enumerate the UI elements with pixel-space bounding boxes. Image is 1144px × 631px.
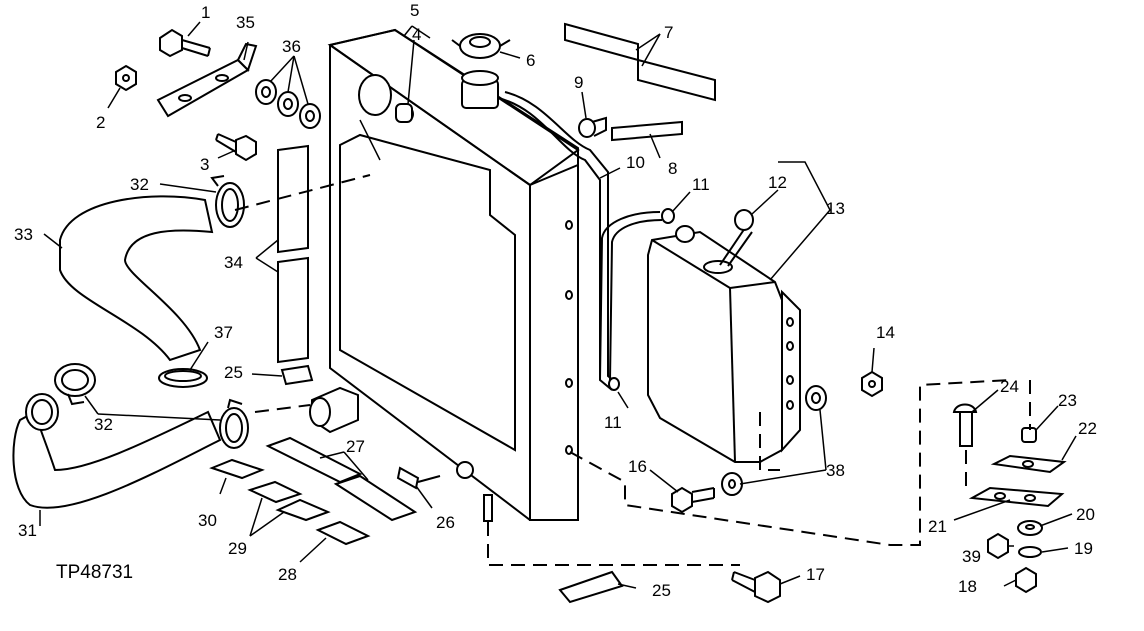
spacer — [1021, 427, 1037, 443]
callout-36: 36 — [282, 37, 301, 56]
upper-radiator-hose — [59, 195, 214, 362]
callout-37: 37 — [214, 323, 233, 342]
overflow-clamp — [578, 116, 607, 138]
callout-13: 13 — [826, 199, 845, 218]
callout-33: 33 — [14, 225, 33, 244]
callout-18: 18 — [958, 577, 977, 596]
callout-27: 27 — [346, 437, 365, 456]
lower-plate — [968, 486, 1065, 508]
callout-19: 19 — [1074, 539, 1093, 558]
seal-strip-upper — [564, 22, 639, 62]
callout-24: 24 — [1000, 377, 1019, 396]
callout-14: 14 — [876, 323, 895, 342]
figure-reference: TP48731 — [56, 562, 133, 583]
callout-31: 31 — [18, 521, 37, 540]
recovery-tank — [647, 209, 801, 463]
callout-numbers: 1 2 3 4 5 6 7 8 9 10 11 11 12 13 14 17 1… — [14, 1, 1097, 600]
callout-26: 26 — [436, 513, 455, 532]
drain-stud — [483, 494, 493, 522]
overflow-tube — [497, 97, 613, 391]
hose-clamp-upper — [210, 175, 245, 228]
grommet — [805, 385, 827, 411]
callout-5: 5 — [410, 1, 419, 20]
upper-inlet — [358, 74, 392, 116]
callout-32b: 32 — [94, 415, 113, 434]
radiator-cap — [451, 33, 511, 59]
hose-clamp-lower — [219, 398, 249, 449]
callout-39: 39 — [962, 547, 981, 566]
nut-39 — [987, 532, 1009, 560]
hose-clamp — [608, 208, 675, 391]
seal-strip-lower — [637, 58, 716, 102]
cap-screw — [159, 28, 211, 58]
nut — [115, 64, 137, 92]
radiator-side-holes — [565, 220, 573, 455]
callout-9: 9 — [574, 73, 583, 92]
callout-4: 4 — [412, 25, 421, 44]
callout-38: 38 — [826, 461, 845, 480]
upper-plate — [990, 454, 1067, 474]
washer-19 — [1018, 546, 1042, 558]
leader-lines — [39, 21, 1077, 589]
callout-35: 35 — [236, 13, 255, 32]
lower-radiator-hose — [12, 410, 222, 509]
callout-25b: 25 — [652, 581, 671, 600]
washer-38 — [721, 472, 743, 496]
callout-32a: 32 — [130, 175, 149, 194]
hose-clamp-37 — [158, 368, 208, 388]
bolt-17 — [731, 570, 781, 604]
bolt — [215, 133, 257, 162]
callout-34: 34 — [224, 253, 243, 272]
recovery-hose — [599, 211, 661, 381]
nut-18 — [1015, 566, 1037, 594]
callout-17: 17 — [806, 565, 825, 584]
carriage-bolt — [952, 403, 978, 447]
seal-strip — [611, 120, 683, 142]
callout-8: 8 — [668, 159, 677, 178]
callout-28: 28 — [278, 565, 297, 584]
callout-16: 16 — [628, 457, 647, 476]
callout-3: 3 — [200, 155, 209, 174]
callout-21: 21 — [928, 517, 947, 536]
callout-7: 7 — [664, 23, 673, 42]
connector-lines — [234, 174, 1031, 566]
callout-11a: 11 — [692, 175, 710, 194]
wing-nut-petcock — [396, 461, 474, 490]
hose-clamp-left — [54, 363, 96, 406]
washers — [255, 79, 321, 129]
side-seal-strips — [277, 144, 309, 364]
bolt-16 — [671, 486, 715, 514]
nut-14 — [861, 370, 883, 398]
callout-11b: 11 — [604, 413, 622, 432]
drain-petcock — [395, 103, 413, 123]
callout-23: 23 — [1058, 391, 1077, 410]
callout-25a: 25 — [224, 363, 243, 382]
callout-20: 20 — [1076, 505, 1095, 524]
callout-12: 12 — [768, 173, 787, 192]
callout-2: 2 — [96, 113, 105, 132]
callout-30: 30 — [198, 511, 217, 530]
callout-22: 22 — [1078, 419, 1097, 438]
callout-1: 1 — [201, 3, 210, 22]
spacer-block-bottom — [558, 570, 624, 604]
mounting-bracket — [156, 42, 258, 118]
tank-cap — [734, 209, 754, 231]
spacer-block — [280, 364, 314, 386]
callout-6: 6 — [526, 51, 535, 70]
radiator — [309, 28, 580, 522]
bottom-seals — [209, 436, 418, 546]
callout-29: 29 — [228, 539, 247, 558]
callout-10: 10 — [626, 153, 645, 172]
